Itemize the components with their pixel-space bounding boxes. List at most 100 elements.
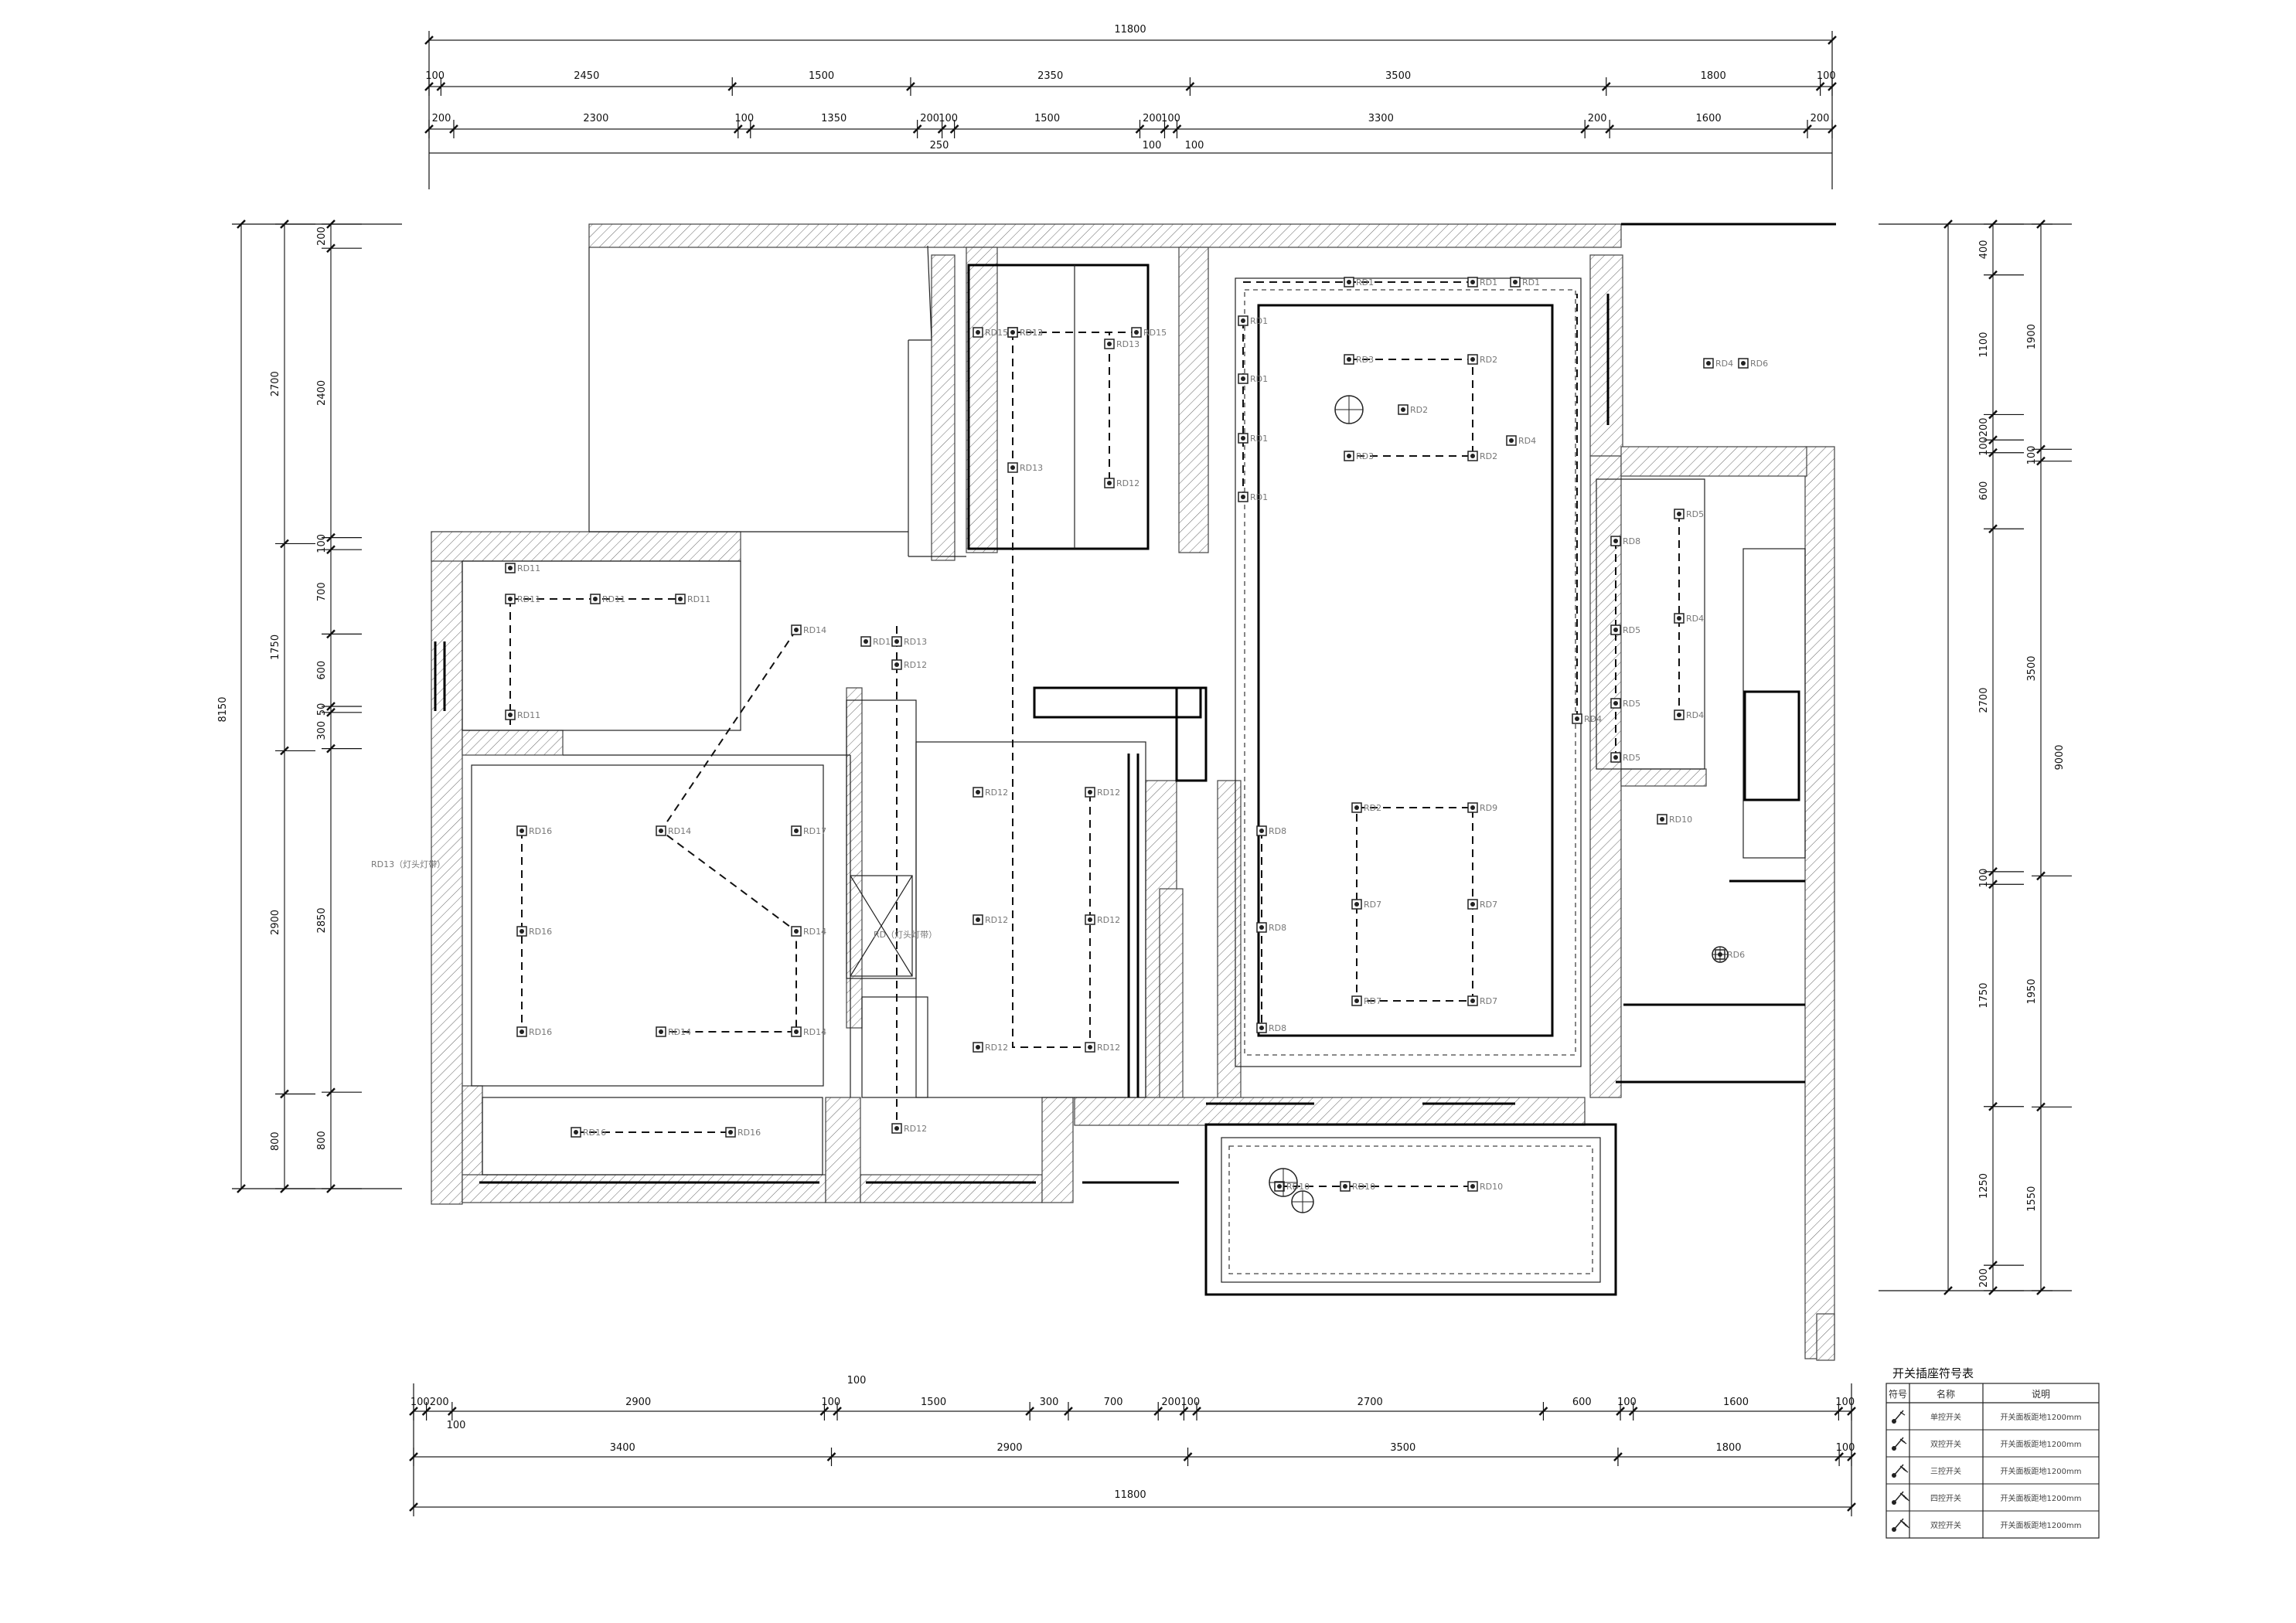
legend-row-0: 单控开关 开关面板距地1200mm — [1892, 1410, 2081, 1424]
legend-row-4: 双控开关开关面板距地1200mm — [1892, 1518, 2081, 1532]
lamp-label-31: RD13 — [1020, 463, 1043, 473]
lamp-label-26: RD12 — [1097, 1043, 1120, 1053]
lamp-label-50: RD7 — [1480, 996, 1497, 1006]
lamp-label-55: RD5 — [1623, 625, 1640, 635]
legend-row-2: 三控开关开关面板距地1200mm — [1892, 1464, 2082, 1478]
lamp-label-29: RD12 — [1116, 478, 1139, 488]
dim-right-row2-7: 1750 — [1978, 982, 1990, 1008]
lamp-label-10: RD13 — [904, 637, 927, 647]
lamp-11: RD16 — [516, 825, 552, 836]
lamp-30: RD13 — [1104, 339, 1139, 349]
dim-top-row3-2: 100 — [1185, 140, 1204, 151]
dim-left-row2-7: 2850 — [316, 907, 328, 933]
lamp-42: RD2 — [1467, 354, 1497, 365]
lamp-54: RD8 — [1610, 536, 1640, 546]
ceiling-fixture-2 — [1291, 1190, 1314, 1213]
lamp-20: RD16 — [725, 1127, 761, 1138]
dim-left-row2-2: 100 — [316, 534, 328, 553]
legend-header-symbol: 符号 — [1889, 1388, 1907, 1400]
dim-bottom-row1-0: 100 — [410, 1397, 430, 1408]
lamp-label-38: RD1 — [1480, 277, 1497, 288]
lamp-label-0: RD11 — [517, 594, 540, 604]
lamp-9: RD13 — [860, 636, 896, 647]
lamp-45: RD2 — [1351, 802, 1381, 813]
lamp-38: RD1 — [1467, 277, 1497, 288]
lamp-66: RD10 — [1340, 1181, 1375, 1192]
lamp-43: RD2 — [1467, 451, 1497, 461]
dim-bottom-row1-1: 200 — [430, 1397, 449, 1408]
lamp-label-3: RD11 — [517, 710, 540, 720]
lamp-21: RD12 — [973, 787, 1008, 798]
dim-left-total: 8150 — [217, 696, 229, 722]
lamp-35: RD1 — [1238, 433, 1268, 444]
dim-bottom-row2-2: 3500 — [1390, 1442, 1415, 1454]
lamp-label-15: RD14 — [803, 927, 826, 937]
lamp-label-35: RD1 — [1250, 434, 1268, 444]
dim-left-row2-0: 200 — [316, 226, 328, 246]
lamp-label-17: RD14 — [668, 826, 691, 836]
legend-table: 开关插座符号表 符号 名称 说明 单控开关开关面板距地1200mm双控开关开关面… — [1886, 1366, 2100, 1539]
lamp-label-56: RD5 — [1623, 699, 1640, 709]
legend-header-desc: 说明 — [2032, 1388, 2050, 1400]
dim-top-row2-2: 100 — [734, 113, 754, 124]
dim-bottom-row1-13: 100 — [1835, 1397, 1855, 1408]
lamp-label-53: RD8 — [1269, 1023, 1286, 1033]
dim-top-row2-11: 1600 — [1696, 113, 1722, 124]
dim-left-row1-0: 2700 — [270, 371, 281, 396]
lamp-62: RD4 — [1506, 435, 1536, 446]
lamp-23: RD12 — [973, 914, 1008, 925]
lamp-label-51: RD8 — [1269, 826, 1286, 836]
lamp-48: RD7 — [1467, 899, 1497, 910]
legend-row-desc: 开关面板距地1200mm — [2001, 1439, 2082, 1449]
lamp-14: RD17 — [791, 825, 826, 836]
lamp-label-45: RD2 — [1364, 803, 1381, 813]
dim-top-row1-3: 2350 — [1037, 70, 1063, 82]
dim-bottom-row1-8: 100 — [1180, 1397, 1200, 1408]
lamp-51: RD8 — [1256, 825, 1286, 836]
lamp-6: RD15 — [973, 327, 1008, 338]
dim-bottom-row1b-1: 100 — [447, 1420, 466, 1431]
cove-light-note: RD13（灯头灯带） — [371, 859, 445, 869]
dim-top-row2-5: 100 — [938, 113, 958, 124]
lamp-28: RD12 — [891, 1123, 927, 1134]
dim-top-row1-0: 100 — [425, 70, 445, 82]
dim-top-row2-12: 200 — [1811, 113, 1830, 124]
switch-symbol-icon — [1892, 1410, 1906, 1424]
dim-left-row2-6: 300 — [316, 721, 328, 740]
dim-right-row1-3: 1950 — [2026, 978, 2038, 1004]
legend-row-desc: 开关面板距地1200mm — [2001, 1412, 2082, 1422]
dim-bottom-row2-1: 2900 — [996, 1442, 1022, 1454]
legend-header-name: 名称 — [1937, 1388, 1955, 1400]
dim-top-row2-7: 200 — [1143, 113, 1162, 124]
lamp-29: RD12 — [1104, 478, 1139, 488]
lamp-32: RD13 — [1007, 327, 1043, 338]
ceiling-fixture-3 — [1712, 946, 1729, 963]
lamp-label-13: RD16 — [529, 1027, 552, 1037]
lamp-label-58: RD5 — [1686, 509, 1704, 519]
dim-right-row2-8: 1250 — [1978, 1173, 1990, 1199]
lamp-31: RD13 — [1007, 462, 1043, 473]
lamp-41: RD3 — [1344, 451, 1374, 461]
dim-bottom-row1-10: 600 — [1572, 1397, 1592, 1408]
lamp-label-61: RD4 — [1584, 714, 1602, 724]
lamp-10: RD13 — [891, 636, 927, 647]
legend-row-desc: 开关面板距地1200mm — [2001, 1466, 2082, 1476]
lamp-19: RD16 — [571, 1127, 606, 1138]
lamp-label-7: RD15 — [1143, 328, 1167, 338]
lamp-label-66: RD10 — [1352, 1182, 1375, 1192]
lamp-61: RD4 — [1572, 713, 1602, 724]
dim-right-row2-5: 2700 — [1978, 688, 1990, 713]
lamp-label-14: RD17 — [803, 826, 826, 836]
lamp-label-62: RD4 — [1518, 436, 1536, 446]
lamp-label-49: RD7 — [1364, 996, 1381, 1006]
lamp-label-25: RD12 — [985, 1043, 1008, 1053]
dim-top-row1-4: 3500 — [1385, 70, 1411, 82]
legend-row-name: 单控开关 — [1930, 1412, 1961, 1422]
lamp-label-18: RD14 — [668, 1027, 691, 1037]
structure-lines — [434, 223, 1836, 1296]
legend-row-3: 四控开关开关面板距地1200mm — [1892, 1491, 2081, 1505]
lamp-label-11: RD16 — [529, 826, 552, 836]
lamp-36: RD1 — [1238, 492, 1268, 502]
